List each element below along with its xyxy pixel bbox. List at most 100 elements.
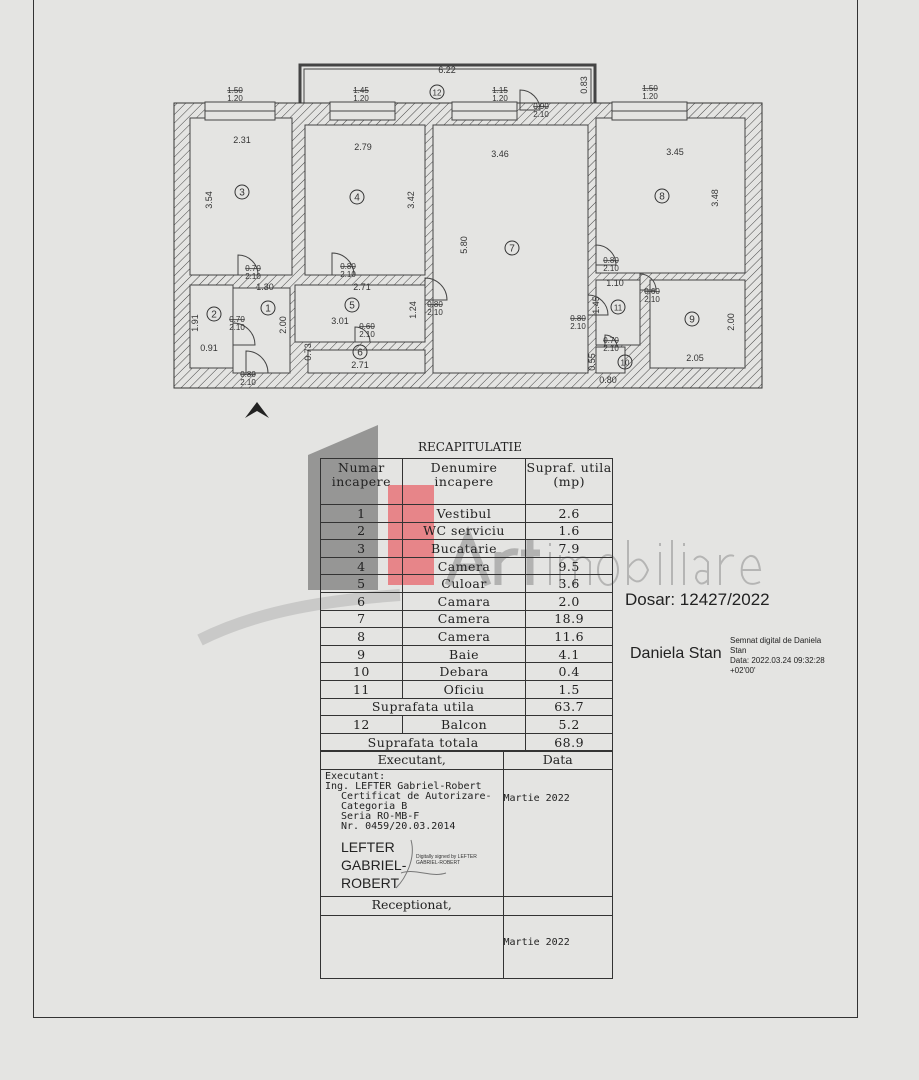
room-area-cell: 4.1 [525,644,613,664]
dimension-label: 2.00 [278,316,288,334]
room-number-circle [352,344,368,360]
room-number-circle [349,189,365,205]
page-border [33,0,858,1018]
opening-height: 2.10 [245,272,261,281]
opening-width: 0.60 [644,287,660,296]
room-number-circle [504,240,520,256]
executant-line: Seria RO-MB-F [341,811,420,822]
dimension-label: 1.91 [190,314,200,332]
room-number-circle [684,311,700,327]
room-area-cell: 9.5 [525,556,613,576]
door [245,350,269,374]
room-name-cell: WC serviciu [401,521,527,541]
room [294,284,426,343]
dimension-label: 3.45 [666,147,684,157]
room [595,117,746,274]
opening-width: 0.70 [603,336,619,345]
opening-height: 2.10 [533,110,549,119]
door [595,244,617,266]
arrow-up-icon [245,402,269,418]
recap-title: RECAPITULATIE [417,440,523,454]
room-area-cell: 11.6 [525,627,613,646]
opening-height: 2.10 [644,295,660,304]
door [354,326,371,343]
room-number-cell: 10 [320,662,403,681]
dimension-label: 1.30 [256,282,274,292]
opening-width: 0.80 [427,300,443,309]
room [304,124,426,276]
room [595,279,641,346]
executant-header: Executant, [320,751,504,770]
room [432,124,589,374]
opening-width: 0.80 [240,370,256,379]
dimension-label: 5.80 [459,236,469,254]
room-name-cell: Bucatarie [401,539,527,558]
header-number: Numar incapere [320,458,403,505]
room-name-cell: Camera [401,609,527,629]
opening-height: 1.20 [642,92,658,101]
room-name-cell: Culoar [401,574,527,593]
useful-area-label: Suprafata utila [319,697,527,717]
room-number-cell: 3 [320,539,403,558]
stamp-name: Daniela Stan [630,645,722,662]
opening-width: 0.80 [570,314,586,323]
room-area-cell: 2.0 [525,591,613,611]
room-number: 2 [211,310,217,321]
dimension-label: 0.55 [587,353,597,371]
opening-width: 1.50 [642,84,658,93]
executant-line: Ing. LEFTER Gabriel-Robert [325,781,482,792]
opening-height: 1.20 [492,94,508,103]
signer-name-line: GABRIEL- [341,857,407,873]
room-number-cell: 6 [320,591,403,611]
receptionat-date: Martie 2022 [502,915,614,979]
opening-width: 0.80 [603,256,619,265]
dimension-label: 2.31 [233,135,251,145]
opening-height: 2.10 [603,344,619,353]
room-number-circle [234,184,250,200]
room-number-cell: 1 [320,504,403,523]
room-number-cell: 8 [320,627,403,646]
opening-height: 2.10 [570,322,586,331]
dimension-label: 2.00 [726,313,736,331]
door [639,273,657,291]
dimension-label: 2.71 [351,360,369,370]
room-number-cell: 5 [320,574,403,593]
executant-line: Executant: [325,771,386,782]
room-number: 10 [621,359,630,368]
table-header: Numar incapere Denumire incapere Supraf.… [320,458,613,505]
room-area-cell: 2.6 [525,504,613,523]
door [232,322,256,346]
room-number-circle [260,300,276,316]
dimension-label: 2.71 [353,282,371,292]
total-area-label: Suprafata totala [319,732,527,752]
room-number-circle [654,188,670,204]
room-number-circle [610,299,626,315]
room-name-cell: Debara [401,662,527,681]
opening-height: 2.10 [340,270,356,279]
executant-line: Categoria B [341,801,408,812]
room-area-cell: 1.5 [525,679,613,699]
dosar-number: Dosar: 12427/2022 [625,590,770,609]
header-name: Denumire incapere [401,458,527,505]
digital-note-line: GABRIEL-ROBERT [416,860,461,866]
door [587,294,609,316]
room-name-cell: Balcon [401,715,527,734]
door [424,277,448,301]
digital-note-line: Digitally signed by LEFTER [416,854,477,860]
room-area-cell: 5.2 [525,715,613,734]
stamp-line: +02'00' [730,666,756,675]
room-number: 6 [357,348,363,359]
room-area-cell: 0.4 [525,662,613,681]
opening-height: 2.10 [229,323,245,332]
opening-width: 0.60 [359,322,375,331]
useful-area-value: 63.7 [525,697,613,717]
opening-width: 1.45 [353,86,369,95]
dimension-label: 3.46 [491,149,509,159]
room-number-circle [206,306,222,322]
